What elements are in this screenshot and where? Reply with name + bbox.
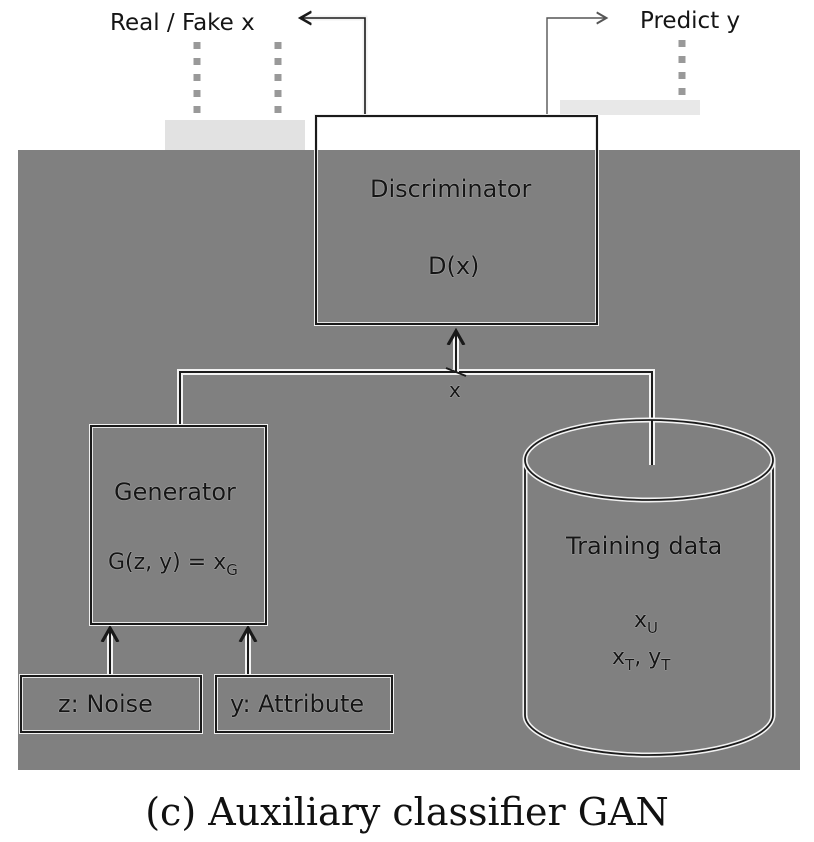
predict-arrow <box>546 18 605 118</box>
diagram-panel <box>18 150 800 770</box>
attribute-input-label: y: Attribute <box>230 690 365 718</box>
figure-caption: (c) Auxiliary classifier GAN <box>145 790 669 834</box>
attribute-input-box <box>215 675 393 733</box>
real-fake-label: Real / Fake x <box>110 10 255 36</box>
discriminator-title: Discriminator <box>370 175 532 203</box>
input-arrows <box>110 630 248 675</box>
noise-input-box <box>20 675 202 733</box>
generator-formula: G(z, y) = xG <box>108 550 238 579</box>
real-fake-arrow <box>300 18 368 118</box>
merge-x-label: x <box>449 378 461 402</box>
predict-label: Predict y <box>640 8 741 34</box>
labeled-data-label: xT, yT <box>612 645 671 674</box>
discriminator-box <box>315 115 598 325</box>
training-data-title: Training data <box>566 532 723 560</box>
generator-box <box>90 425 267 625</box>
unlabeled-data-label: xU <box>634 608 659 637</box>
noise-input-label: z: Noise <box>58 690 153 718</box>
discriminator-formula: D(x) <box>428 252 480 280</box>
training-data-cylinder <box>522 417 776 758</box>
generator-title: Generator <box>114 478 236 506</box>
